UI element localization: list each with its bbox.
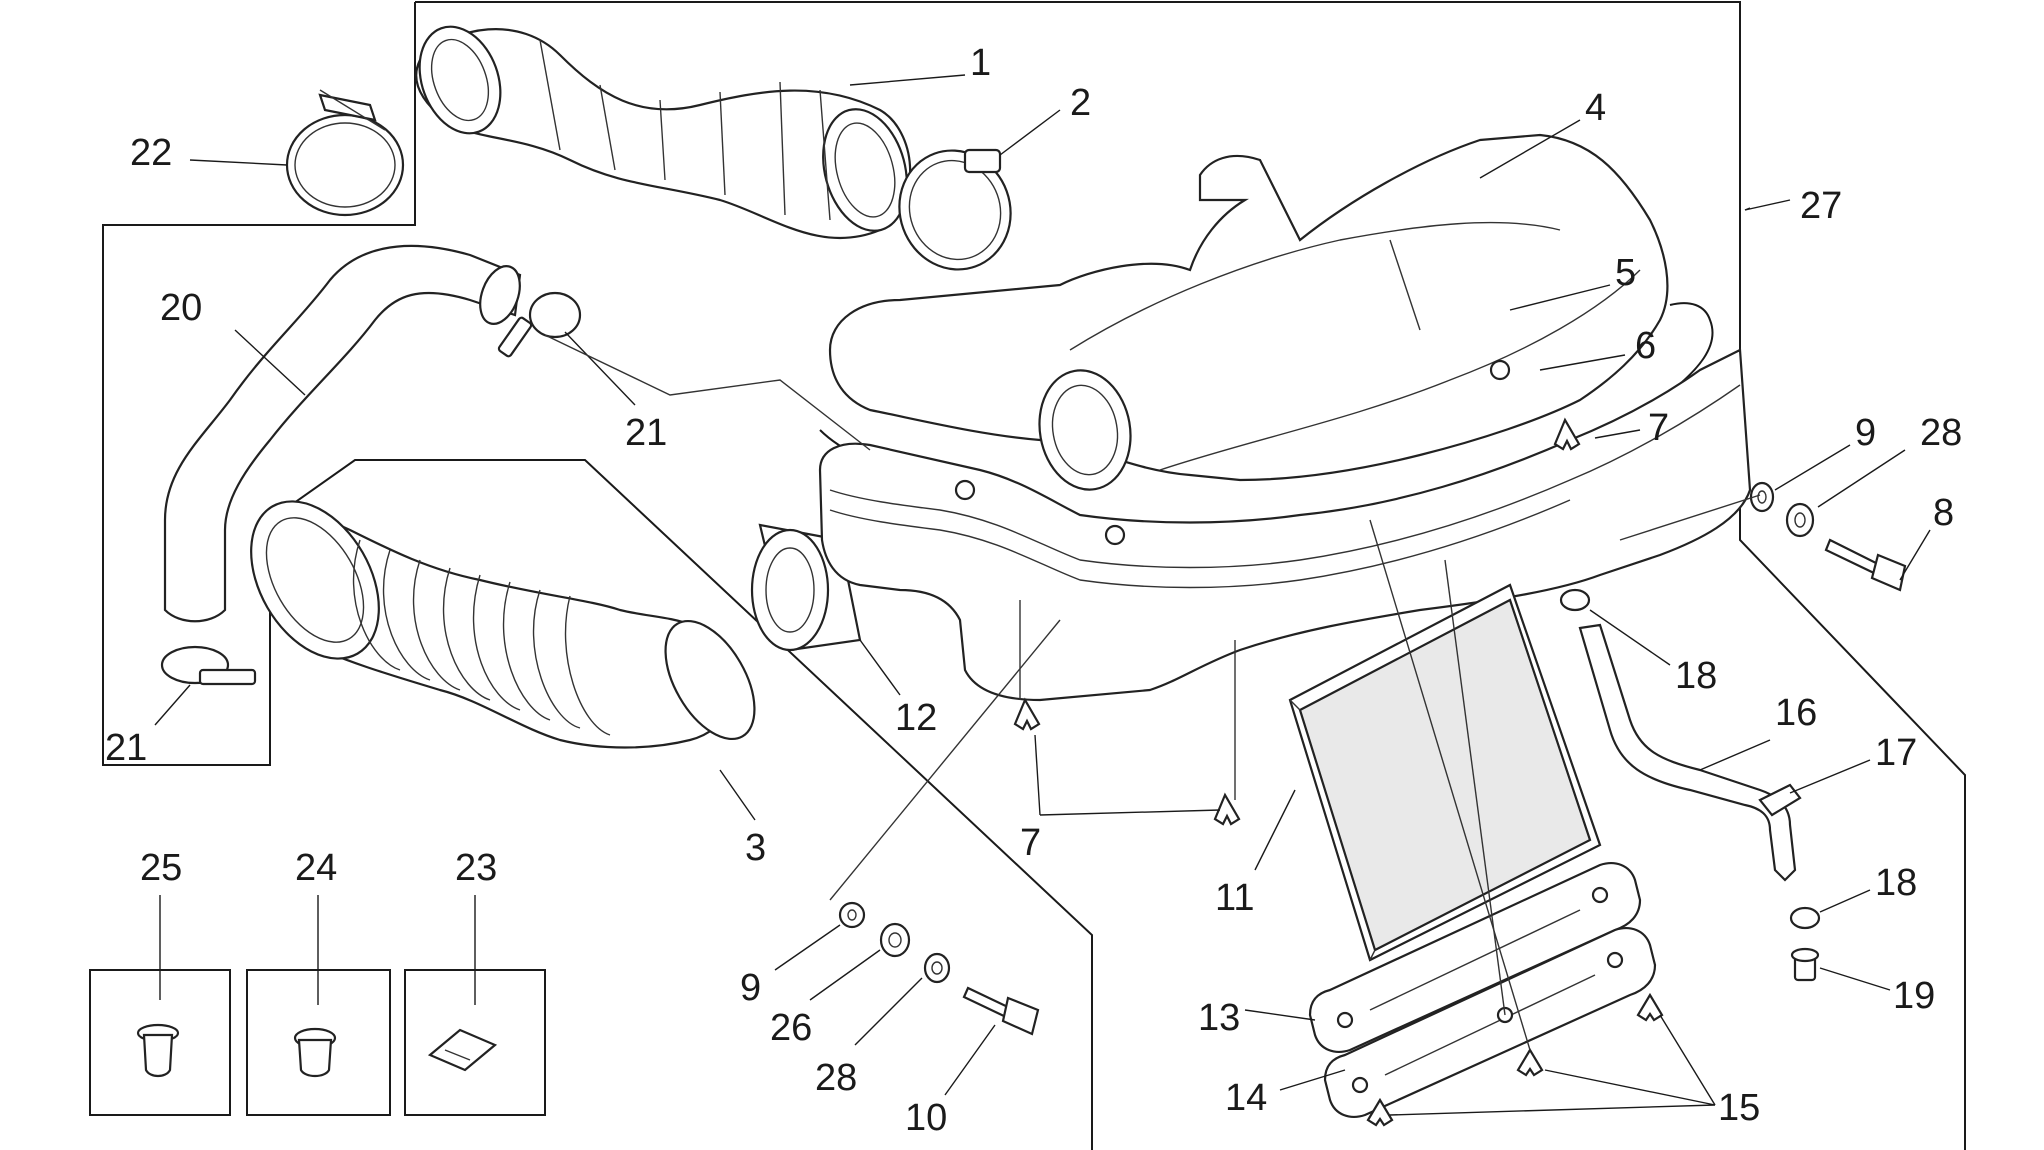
- callout-21-lower: 21: [105, 727, 147, 769]
- part-15-screws: [1366, 992, 1664, 1127]
- part-1-intake-hose: [415, 25, 912, 240]
- part-28-washer-lower: [923, 952, 951, 984]
- callout-18-upper: 18: [1675, 655, 1717, 697]
- part-18-clamp-lower: [1789, 906, 1821, 930]
- part-7-screws: [1013, 417, 1581, 826]
- callout-1: 1: [970, 42, 991, 84]
- part-22-clamp: [285, 89, 405, 217]
- callout-10: 10: [905, 1097, 947, 1139]
- part-14-seal-plate: [1323, 927, 1657, 1118]
- part-20-breather-hose: [163, 244, 522, 623]
- part-9-washer-lower: [838, 901, 866, 929]
- callout-22: 22: [130, 132, 172, 174]
- part-18-clamp-upper: [1559, 588, 1591, 612]
- frame-outlines: [102, 1, 1966, 1150]
- callout-28-right: 28: [1920, 412, 1962, 454]
- part-16-drain-tube: [1578, 623, 1797, 882]
- callout-25: 25: [140, 847, 182, 889]
- callout-9-lower: 9: [740, 967, 761, 1009]
- callout-2: 2: [1070, 82, 1091, 124]
- part-10-bolt: [962, 986, 1040, 1036]
- part-23-clip-nut: [427, 1028, 498, 1072]
- part-24-grommet: [293, 1027, 337, 1078]
- callout-24: 24: [295, 847, 337, 889]
- callout-26: 26: [770, 1007, 812, 1049]
- callout-18-lower: 18: [1875, 862, 1917, 904]
- callout-8: 8: [1933, 492, 1954, 534]
- part-26-spacer: [879, 922, 911, 958]
- part-21-clamp-upper: [497, 291, 582, 358]
- callout-20: 20: [160, 287, 202, 329]
- callout-4: 4: [1585, 87, 1606, 129]
- callout-16: 16: [1775, 692, 1817, 734]
- callout-12: 12: [895, 697, 937, 739]
- callout-15: 15: [1718, 1087, 1760, 1129]
- part-2-hose-clamp: [898, 148, 1012, 271]
- callout-21-upper: 21: [625, 412, 667, 454]
- part-9-washer-right: [1749, 481, 1775, 513]
- callout-6: 6: [1635, 325, 1656, 367]
- callout-9-right: 9: [1855, 412, 1876, 454]
- part-8-bolt: [1824, 538, 1907, 592]
- callout-7-lower: 7: [1020, 822, 1041, 864]
- part-6-airbox-base: [818, 348, 1752, 702]
- callout-13: 13: [1198, 997, 1240, 1039]
- callout-19: 19: [1893, 975, 1935, 1017]
- part-21-clamp-lower: [160, 645, 257, 686]
- callout-17: 17: [1875, 732, 1917, 774]
- part-19-drain-plug: [1790, 947, 1820, 982]
- callout-23: 23: [455, 847, 497, 889]
- callout-28-lower: 28: [815, 1057, 857, 1099]
- callout-7-right: 7: [1648, 407, 1669, 449]
- part-11-filter-element: [1288, 583, 1602, 962]
- callout-5: 5: [1615, 252, 1636, 294]
- callout-14: 14: [1225, 1077, 1267, 1119]
- part-28-washer-right: [1785, 502, 1815, 538]
- part-25-grommet: [136, 1023, 180, 1078]
- callout-11: 11: [1215, 877, 1254, 919]
- callout-3: 3: [745, 827, 766, 869]
- leader-lines: [154, 74, 1931, 1116]
- callout-27: 27: [1800, 185, 1842, 227]
- part-4-airbox-cover: [828, 133, 1669, 491]
- part-3-corrugated-hose: [250, 500, 756, 749]
- callout-labels: 1 2 3 4 5 6 7 7 8 9 9 10 11 12 13 14 15 …: [105, 42, 1962, 1139]
